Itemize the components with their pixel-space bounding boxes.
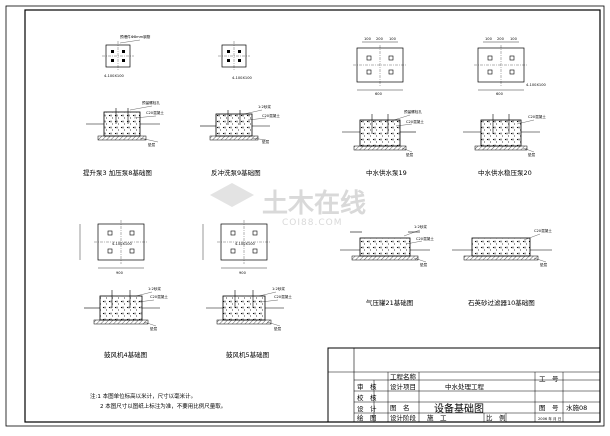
title-block-border xyxy=(327,347,601,423)
callout-2: 垫层 xyxy=(540,262,548,267)
hole-note: 4-100X100 xyxy=(112,242,132,246)
note-line-2: 2 本图尺寸以图纸上标注为准，不要用比例尺量取。 xyxy=(100,402,226,410)
callout-3: 垫层 xyxy=(150,326,158,331)
callout-1: 1:2砂浆 xyxy=(414,224,427,229)
callout-2: C20混凝土 xyxy=(274,294,292,299)
inner-frame xyxy=(24,9,601,423)
drawing-name-label: 图 名 xyxy=(390,403,410,412)
checker-label: 校 核 xyxy=(357,393,377,402)
plan-note: 4-100X100 xyxy=(232,76,252,80)
approver-label: 审 核 xyxy=(357,382,377,391)
dim-top-1: 100 xyxy=(485,37,493,41)
caption-fan-b: 鼓风机5基础图 xyxy=(226,350,269,359)
dim-top-2: 200 xyxy=(376,37,384,41)
note-line-1: 注:1 本图单位标高以米计，尺寸以毫米计。 xyxy=(90,392,196,400)
sub-project-label: 设计项目 xyxy=(390,382,416,391)
drawing-pump-d: 100 200 100 600 4-100X100 C20混凝土 垫层 中水供水… xyxy=(463,37,546,177)
dim-top-2: 200 xyxy=(497,37,505,41)
drawing-fan-b: 4-100X100 900 1:2砂浆 C20混凝土 垫层 鼓风机5基础图 xyxy=(202,220,292,359)
callout-1: 预留螺栓孔 xyxy=(404,109,422,114)
stage-label: 设计阶段 xyxy=(390,413,417,422)
title-block: 审 核 校 核 设 计 绘 图 工程名称 设计项目 中水处理工程 图 名 设备基… xyxy=(327,347,601,423)
watermark-sub: COI88.COM xyxy=(282,218,342,228)
drawing-tank-b: C20混凝土 垫层 石英砂过滤器10基础图 xyxy=(452,228,552,307)
callout-2: C20混凝土 xyxy=(262,113,280,118)
project-name: 中水处理工程 xyxy=(445,382,485,391)
job-no-label: 工 号 xyxy=(539,375,559,383)
section-view xyxy=(471,237,531,257)
drawing-no: 水施08 xyxy=(566,403,587,412)
dim-top-1: 100 xyxy=(364,37,372,41)
dim-bottom: 600 xyxy=(496,92,504,96)
section-view xyxy=(480,119,522,147)
dim-bottom: 600 xyxy=(375,92,383,96)
callout-1: 1:2砂浆 xyxy=(272,286,285,291)
callout-1: 预留螺栓孔 xyxy=(142,100,160,105)
caption-fan-a: 鼓风机4基础图 xyxy=(104,350,147,359)
drawing-pump-b: 4-100X100 1:2砂浆 C20混凝土 垫层 反冲洗泵9基础图 xyxy=(200,41,280,177)
callout-2: C20混凝土 xyxy=(146,110,164,115)
drawing-name: 设备基础图 xyxy=(434,402,484,415)
callout-1: C20混凝土 xyxy=(528,114,546,119)
project-label: 工程名称 xyxy=(390,372,417,381)
caption-tank-b: 石英砂过滤器10基础图 xyxy=(468,298,535,307)
callout-3: 垫层 xyxy=(406,152,414,157)
watermark: 土木在线 COI88.COM xyxy=(210,183,366,228)
scale-label: 比 例 xyxy=(486,413,506,422)
dim-top-3: 100 xyxy=(510,37,518,41)
drawing-tank-a: 1:2砂浆 C20混凝土 垫层 气压罐21基础图 xyxy=(340,224,434,307)
callout-2: C20混凝土 xyxy=(406,119,424,124)
section-view xyxy=(99,295,143,321)
callout-3: 垫层 xyxy=(274,326,282,331)
caption-pump-b: 反冲洗泵9基础图 xyxy=(211,168,261,177)
designer-label: 设 计 xyxy=(357,404,377,413)
caption-tank-a: 气压罐21基础图 xyxy=(366,298,413,307)
hole-note: 4-100X100 xyxy=(104,74,124,78)
drawing-no-label: 图 号 xyxy=(539,404,559,412)
callout-3: 垫层 xyxy=(262,139,270,144)
hole-note: 4-100X100 xyxy=(526,83,546,87)
caption-pump-c: 中水供水泵19 xyxy=(366,168,407,177)
dim-bottom: 900 xyxy=(116,271,124,275)
drawing-pump-a: 预埋件Ф8mm钢筋 4-100X100 预留螺栓孔 C20混凝土 垫层 提升泵3… xyxy=(83,34,164,177)
watermark-main: 土木在线 xyxy=(262,189,366,219)
dim-bottom: 900 xyxy=(239,271,247,275)
plan-note: 预埋件Ф8mm钢筋 xyxy=(120,34,151,39)
outer-frame xyxy=(5,5,605,427)
callout-2: C20混凝土 xyxy=(416,236,434,241)
callout-2: 垫层 xyxy=(528,152,536,157)
callout-3: 垫层 xyxy=(148,142,156,147)
section-view xyxy=(103,111,141,137)
drawing-fan-a: 4-100X100 900 1:2砂浆 C20混凝土 垫层 鼓风机4基础图 xyxy=(79,220,168,359)
drafter-label: 绘 图 xyxy=(357,413,377,422)
section-view xyxy=(359,119,401,147)
caption-pump-a: 提升泵3 加压泵8基础图 xyxy=(83,168,152,177)
callout-1: 1:2砂浆 xyxy=(148,286,161,291)
dim-top-3: 100 xyxy=(389,37,397,41)
callout-1: 1:2砂浆 xyxy=(258,104,271,109)
section-view xyxy=(222,295,266,321)
section-view xyxy=(215,113,253,137)
notes-block: 注:1 本图单位标高以米计，尺寸以毫米计。 2 本图尺寸以图纸上标注为准，不要用… xyxy=(90,392,226,410)
caption-pump-d: 中水供水稳压泵20 xyxy=(478,168,532,177)
callout-3: 垫层 xyxy=(420,262,428,267)
date-text: 2006 年 月 日 xyxy=(538,416,561,421)
callout-2: C20混凝土 xyxy=(150,294,168,299)
section-view xyxy=(359,237,411,257)
callout-1: C20混凝土 xyxy=(534,228,552,233)
stage-value: 施 工 xyxy=(427,413,447,422)
drawing-pump-c: 100 200 100 600 预留螺栓孔 C20混凝土 垫层 中水供水泵19 xyxy=(342,37,424,177)
hole-note: 4-100X100 xyxy=(235,242,255,246)
